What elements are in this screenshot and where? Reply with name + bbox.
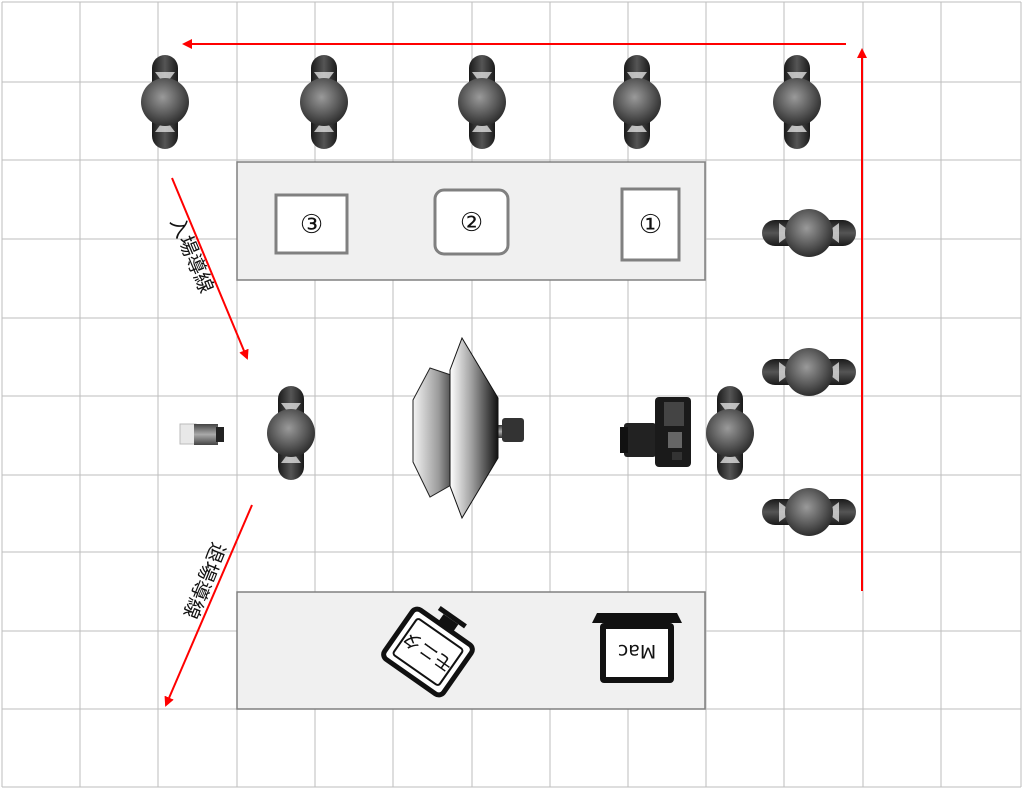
person-subject[interactable] bbox=[267, 386, 315, 480]
monitor-icon[interactable]: モニタ bbox=[381, 594, 483, 698]
station-1[interactable]: ① bbox=[620, 187, 681, 262]
person-top-3[interactable] bbox=[458, 55, 506, 149]
station-1-label: ① bbox=[639, 210, 662, 240]
person-top-5[interactable] bbox=[773, 55, 821, 149]
camera-icon[interactable] bbox=[620, 397, 691, 467]
route-arrows bbox=[164, 39, 867, 707]
person-top-1[interactable] bbox=[141, 55, 189, 149]
entry-route-label: 入場導線 bbox=[165, 214, 218, 297]
station-3[interactable]: ③ bbox=[274, 193, 349, 255]
station-1-box[interactable] bbox=[620, 187, 681, 262]
people-right-column bbox=[762, 209, 856, 536]
station-2-box[interactable] bbox=[433, 188, 510, 256]
laptop-icon[interactable]: Mac bbox=[592, 613, 682, 683]
station-2-label: ② bbox=[460, 208, 483, 238]
person-right-3[interactable] bbox=[762, 488, 856, 536]
person-right-2[interactable] bbox=[762, 348, 856, 396]
laptop-label: Mac bbox=[618, 640, 656, 662]
person-right-1[interactable] bbox=[762, 209, 856, 257]
station-3-box[interactable] bbox=[274, 193, 349, 255]
station-3-label: ③ bbox=[300, 210, 323, 240]
strobe-softbox-icon[interactable] bbox=[412, 336, 524, 520]
station-2[interactable]: ② bbox=[433, 188, 510, 256]
person-top-2[interactable] bbox=[300, 55, 348, 149]
entry-route-arrow bbox=[171, 177, 249, 360]
person-photographer[interactable] bbox=[706, 386, 754, 480]
exit-route-arrow bbox=[164, 504, 253, 707]
person-top-4[interactable] bbox=[613, 55, 661, 149]
people-top-row bbox=[141, 55, 821, 149]
spot-light-icon[interactable] bbox=[179, 423, 224, 445]
